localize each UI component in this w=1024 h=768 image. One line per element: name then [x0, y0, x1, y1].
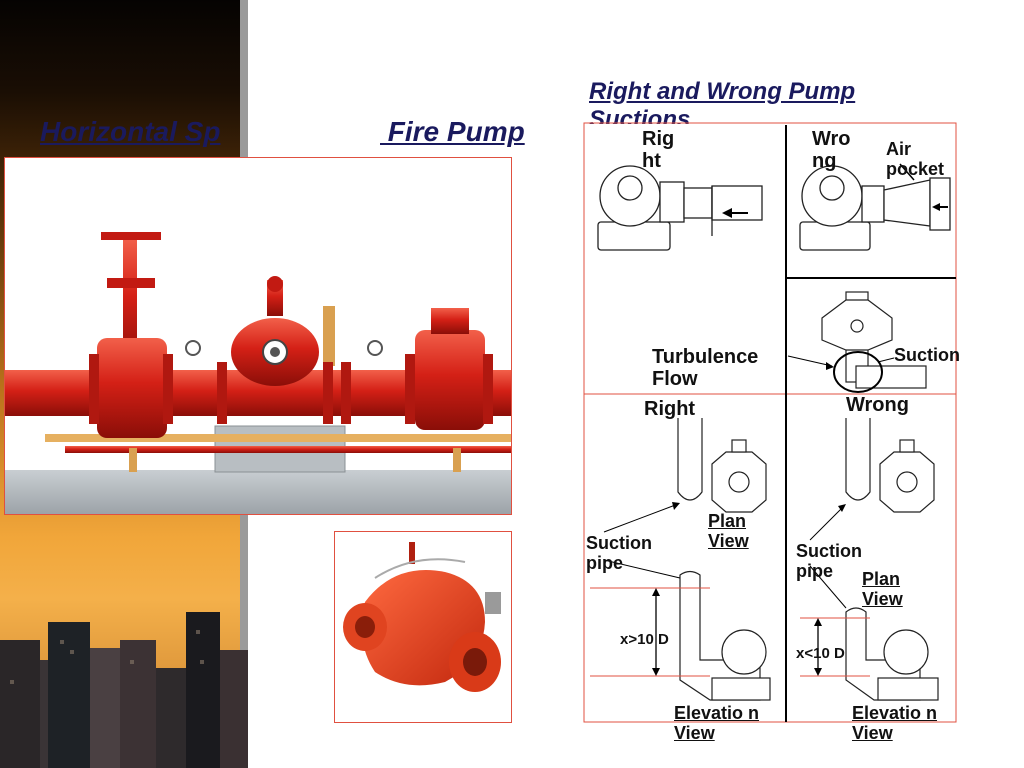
label-elevation-view-right: Elevatio n View	[852, 703, 938, 743]
slide-title-left: Horizontal Sp	[40, 116, 221, 147]
label-plan-view-right: Plan View	[862, 569, 903, 609]
label-wrong: Wrong	[846, 394, 909, 416]
label-turbulence-flow: Turbulence Flow	[652, 346, 759, 390]
label-elevation-view-left: Elevatio n View	[674, 703, 760, 743]
slide-title-right: Fire Pump	[380, 116, 525, 147]
pump-photo-frame	[334, 531, 512, 723]
pump-illustration-frame	[4, 157, 512, 515]
split-case-pump-photo	[343, 542, 501, 692]
label-wrong-top: Wro ng	[812, 128, 851, 172]
pump-assembly-illustration	[5, 232, 511, 514]
label-x-greater-10d: x>10 D	[620, 631, 669, 648]
label-air-pocket: Air pocket	[886, 139, 945, 179]
label-suction-pipe-right: Suction pipe	[796, 541, 862, 581]
suctions-title: Right and Wrong Pump Suctions	[589, 78, 856, 124]
label-suction: Suction	[894, 345, 960, 365]
label-plan-view-left: Plan View	[708, 511, 749, 551]
label-x-less-10d: x<10 D	[796, 645, 845, 662]
city-skyline	[0, 612, 248, 768]
label-right-top: Rig ht	[642, 128, 675, 172]
label-suction-pipe-left: Suction pipe	[586, 533, 652, 573]
label-right: Right	[644, 398, 696, 420]
